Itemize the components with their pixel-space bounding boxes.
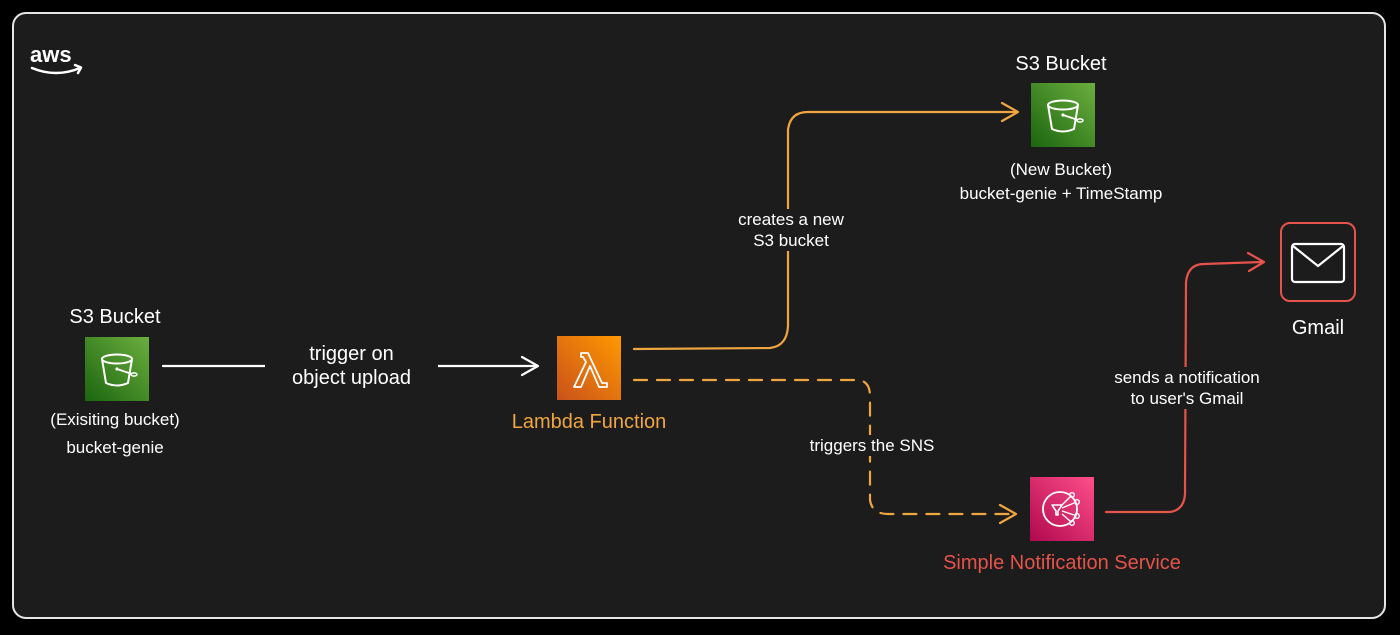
s3-existing-subtitle: (Exisiting bucket) [50, 410, 180, 429]
s3-new-tile[interactable] [1031, 83, 1095, 147]
s3-new-name: bucket-genie + TimeStamp [959, 184, 1163, 203]
upload-trigger-label-line1: trigger on [265, 342, 438, 366]
s3-existing-title: S3 Bucket [69, 306, 161, 328]
trigger-sns-label: triggers the SNS [792, 435, 952, 456]
s3-bucket-icon [101, 353, 138, 387]
upload-trigger-label-line2: object upload [265, 366, 438, 390]
diagram-frame [12, 12, 1386, 619]
aws-logo-icon: aws [30, 42, 83, 75]
s3-existing-name: bucket-genie [66, 438, 164, 457]
lambda-tile[interactable] [557, 336, 621, 400]
sns-tile[interactable] [1030, 477, 1094, 541]
create-bucket-label-line1: creates a new [718, 209, 864, 230]
gmail-tile[interactable] [1280, 222, 1356, 302]
svg-text:aws: aws [30, 42, 72, 67]
s3-new-subtitle: (New Bucket) [1009, 160, 1113, 179]
send-notification-label-line1: sends a notification [1093, 367, 1281, 388]
s3-bucket-icon [1047, 99, 1084, 133]
sns-title: Simple Notification Service [943, 552, 1181, 574]
send-notification-label-line2: to user's Gmail [1093, 388, 1281, 409]
lambda-title: Lambda Function [511, 411, 667, 433]
envelope-icon [1290, 242, 1346, 284]
sns-icon [1042, 491, 1081, 527]
lambda-icon [573, 352, 608, 388]
gmail-title: Gmail [1291, 317, 1345, 339]
create-bucket-label-line2: S3 bucket [718, 230, 864, 251]
s3-new-title: S3 Bucket [1015, 53, 1107, 75]
s3-existing-tile[interactable] [85, 337, 149, 401]
